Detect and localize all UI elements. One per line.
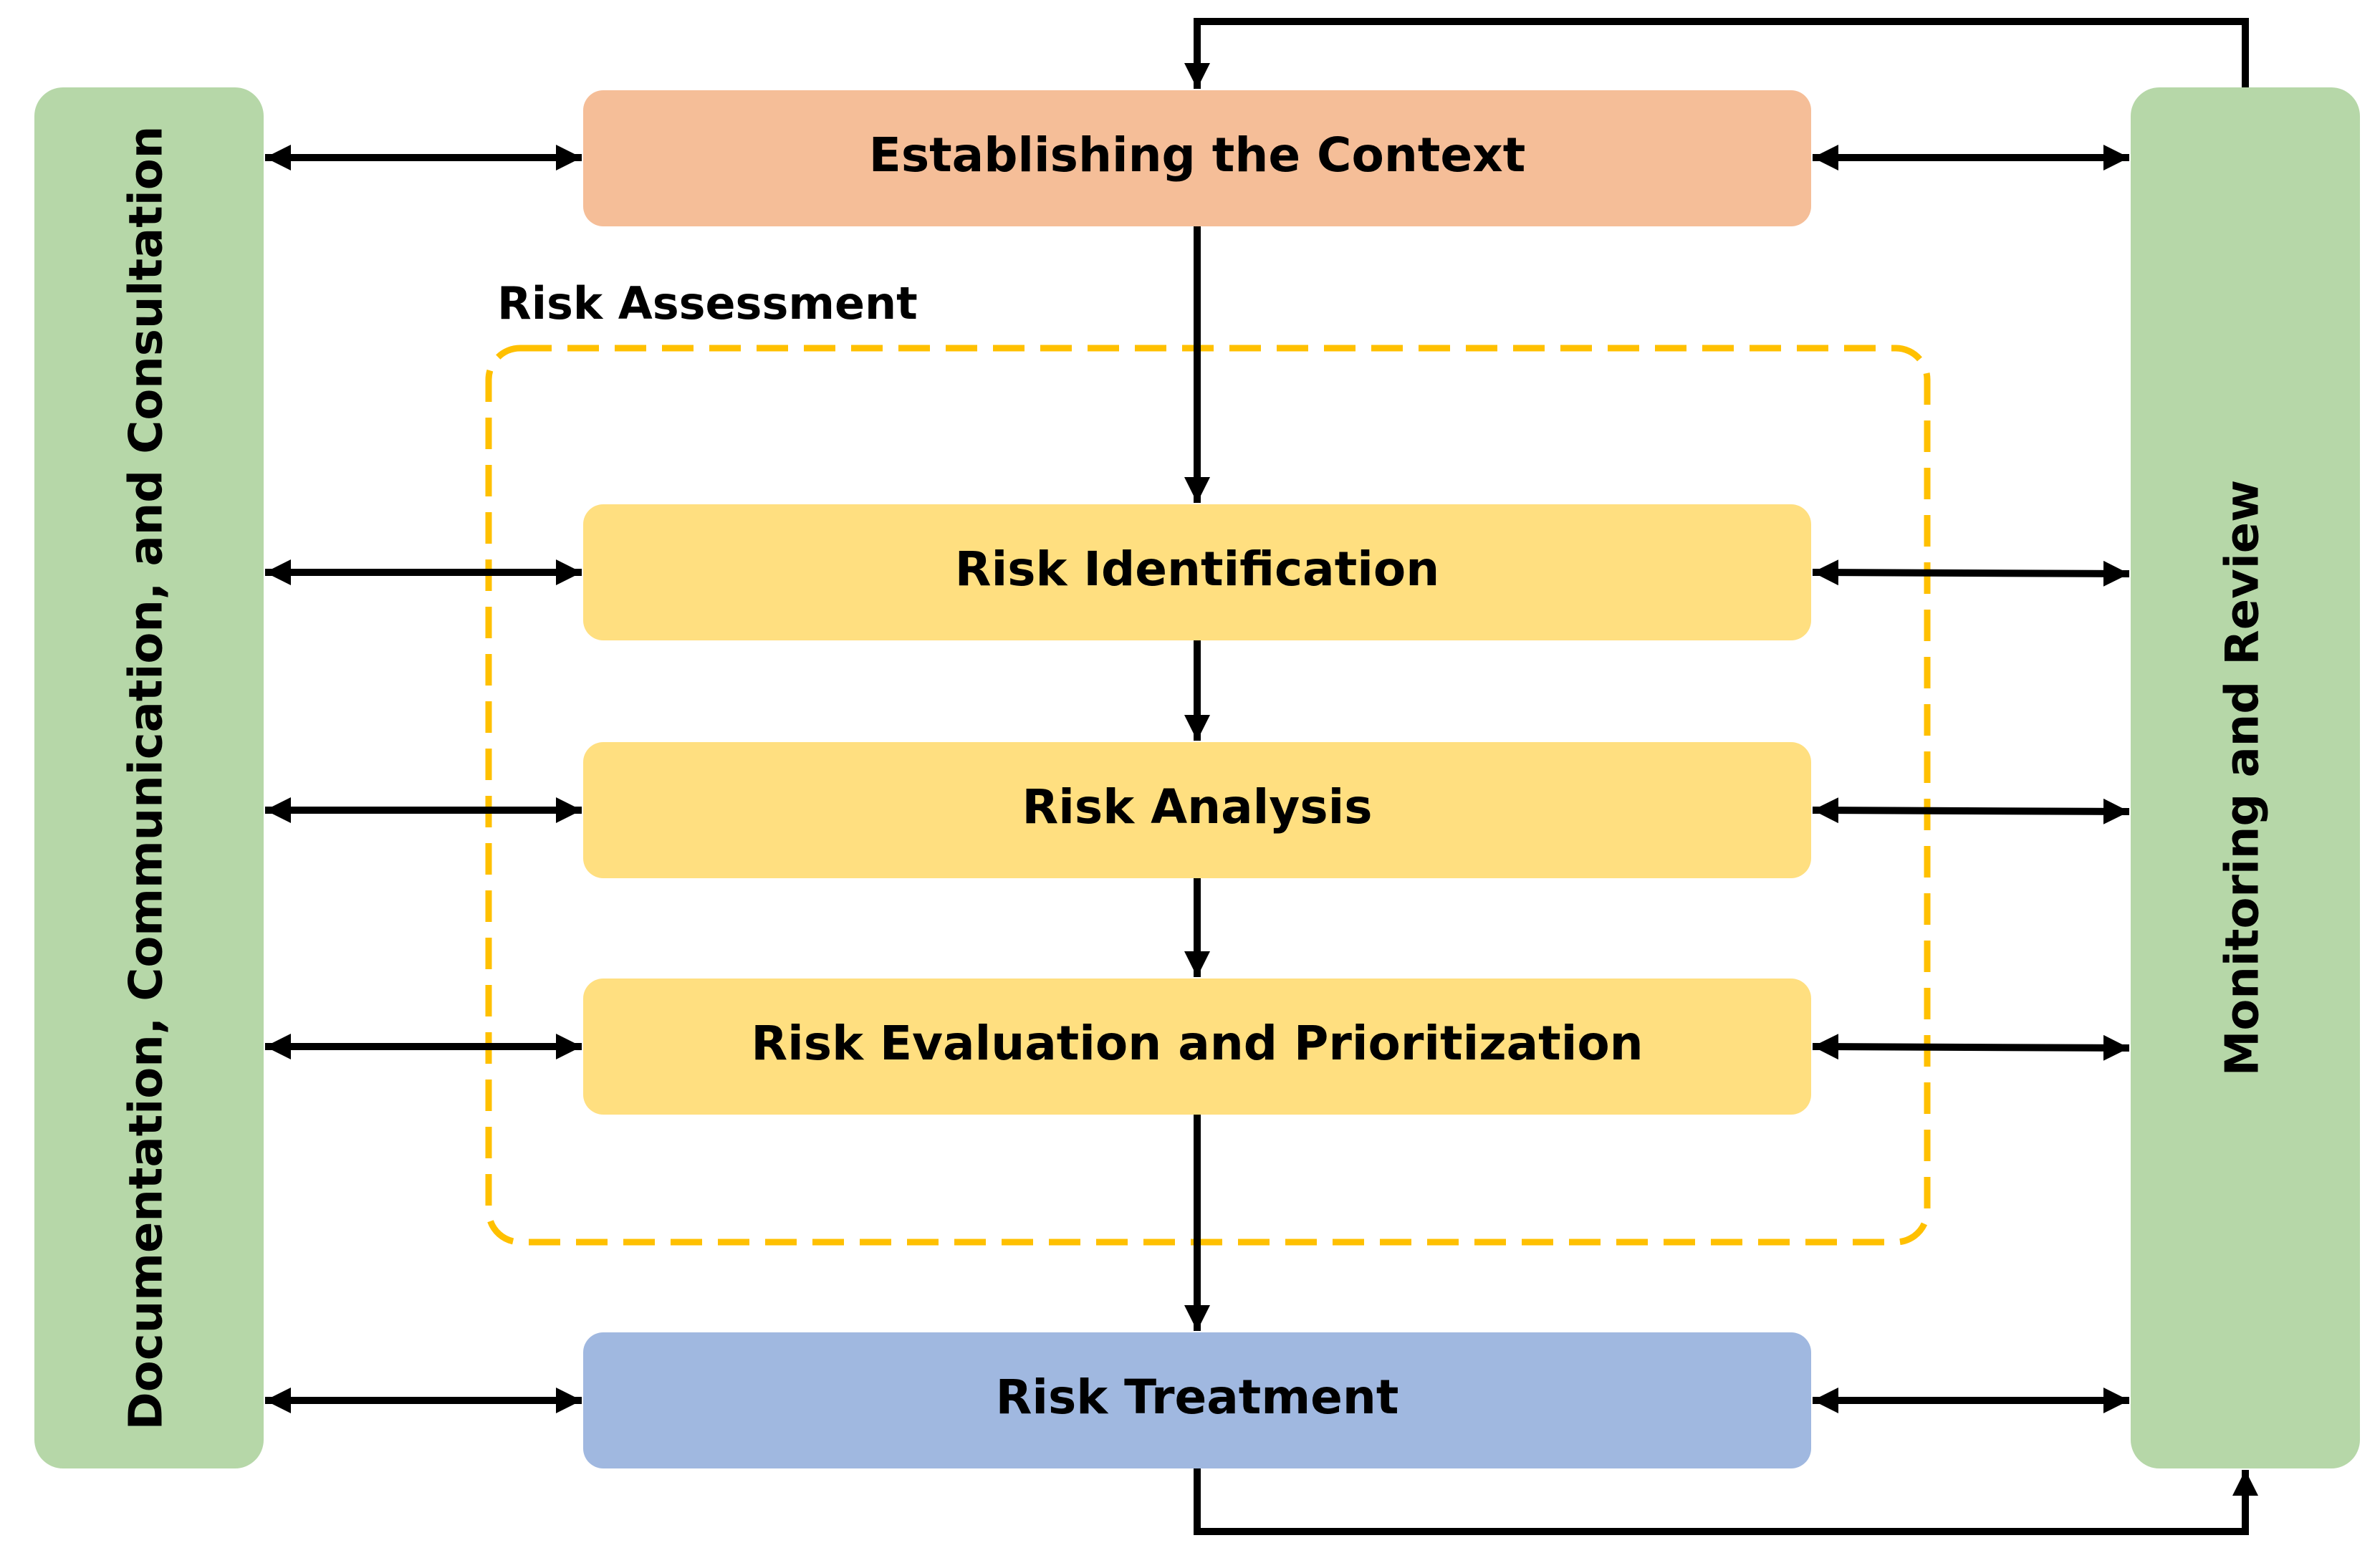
left-panel: Documentation, Communication, and Consul… bbox=[34, 87, 264, 1468]
analysis-label: Risk Analysis bbox=[1022, 779, 1372, 835]
treatment-label: Risk Treatment bbox=[996, 1370, 1399, 1425]
left-panel-box bbox=[34, 87, 264, 1468]
right-evaluation-arrow bbox=[1812, 1034, 2130, 1061]
context-label: Establishing the Context bbox=[869, 128, 1526, 183]
analysis-node: Risk Analysis bbox=[583, 742, 1811, 878]
evaluation-node: Risk Evaluation and Prioritization bbox=[583, 979, 1811, 1115]
right-panel-box bbox=[2131, 87, 2360, 1468]
treatment-to-monitoring-arrow bbox=[1194, 1468, 2258, 1535]
right-panel-label: Monitoring and Review bbox=[2217, 480, 2270, 1077]
identification-node: Risk Identification bbox=[583, 504, 1811, 640]
treatment-box bbox=[583, 1332, 1811, 1468]
right-analysis-arrow bbox=[1812, 797, 2130, 824]
right-panel: Monitoring and Review bbox=[2131, 87, 2360, 1468]
treatment-node: Risk Treatment bbox=[583, 1332, 1811, 1468]
left-panel-label: Documentation, Communication, and Consul… bbox=[120, 126, 173, 1431]
right-identification-arrow bbox=[1812, 559, 2130, 587]
risk-assessment-border bbox=[485, 345, 1931, 1246]
risk-assessment-label: Risk Assessment bbox=[497, 277, 918, 330]
risk-assessment-group: Risk Assessment bbox=[485, 277, 1931, 1246]
context-box bbox=[583, 90, 1811, 226]
feedback-loop-arrow bbox=[1184, 18, 2249, 89]
identification-label: Risk Identification bbox=[955, 542, 1439, 597]
identification-box bbox=[583, 504, 1811, 640]
evaluation-box bbox=[583, 979, 1811, 1115]
context-node: Establishing the Context bbox=[583, 90, 1811, 226]
evaluation-label: Risk Evaluation and Prioritization bbox=[751, 1016, 1643, 1071]
arrows bbox=[265, 18, 2258, 1535]
analysis-box bbox=[583, 742, 1811, 878]
